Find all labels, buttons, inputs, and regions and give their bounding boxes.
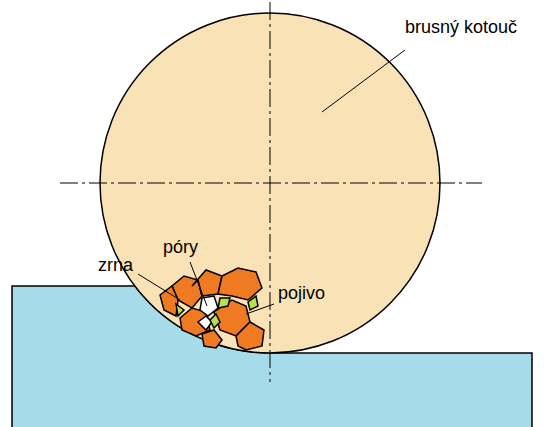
centerline: [60, 183, 482, 184]
centerline: [270, 2, 271, 382]
grain-cluster: [160, 268, 264, 350]
grain: [218, 268, 262, 300]
bond: [210, 314, 220, 328]
bond: [248, 296, 258, 310]
leader-line: [322, 50, 405, 112]
pore: [198, 316, 212, 330]
grain: [236, 322, 264, 350]
pore: [200, 296, 218, 316]
bond: [218, 298, 230, 308]
leader-lines: [138, 50, 405, 314]
centerline: [60, 2, 482, 382]
grain: [160, 286, 178, 316]
leader-line: [190, 262, 207, 306]
grain: [202, 330, 222, 348]
wheel-label: brusný kotouč: [405, 18, 517, 38]
bond: [176, 304, 184, 316]
leader-line: [138, 274, 180, 300]
leader-line: [246, 304, 274, 314]
grain-label: zrna: [98, 256, 133, 276]
grain: [192, 270, 222, 296]
pore-label: póry: [163, 238, 198, 258]
bond-label: pojivo: [278, 284, 325, 304]
